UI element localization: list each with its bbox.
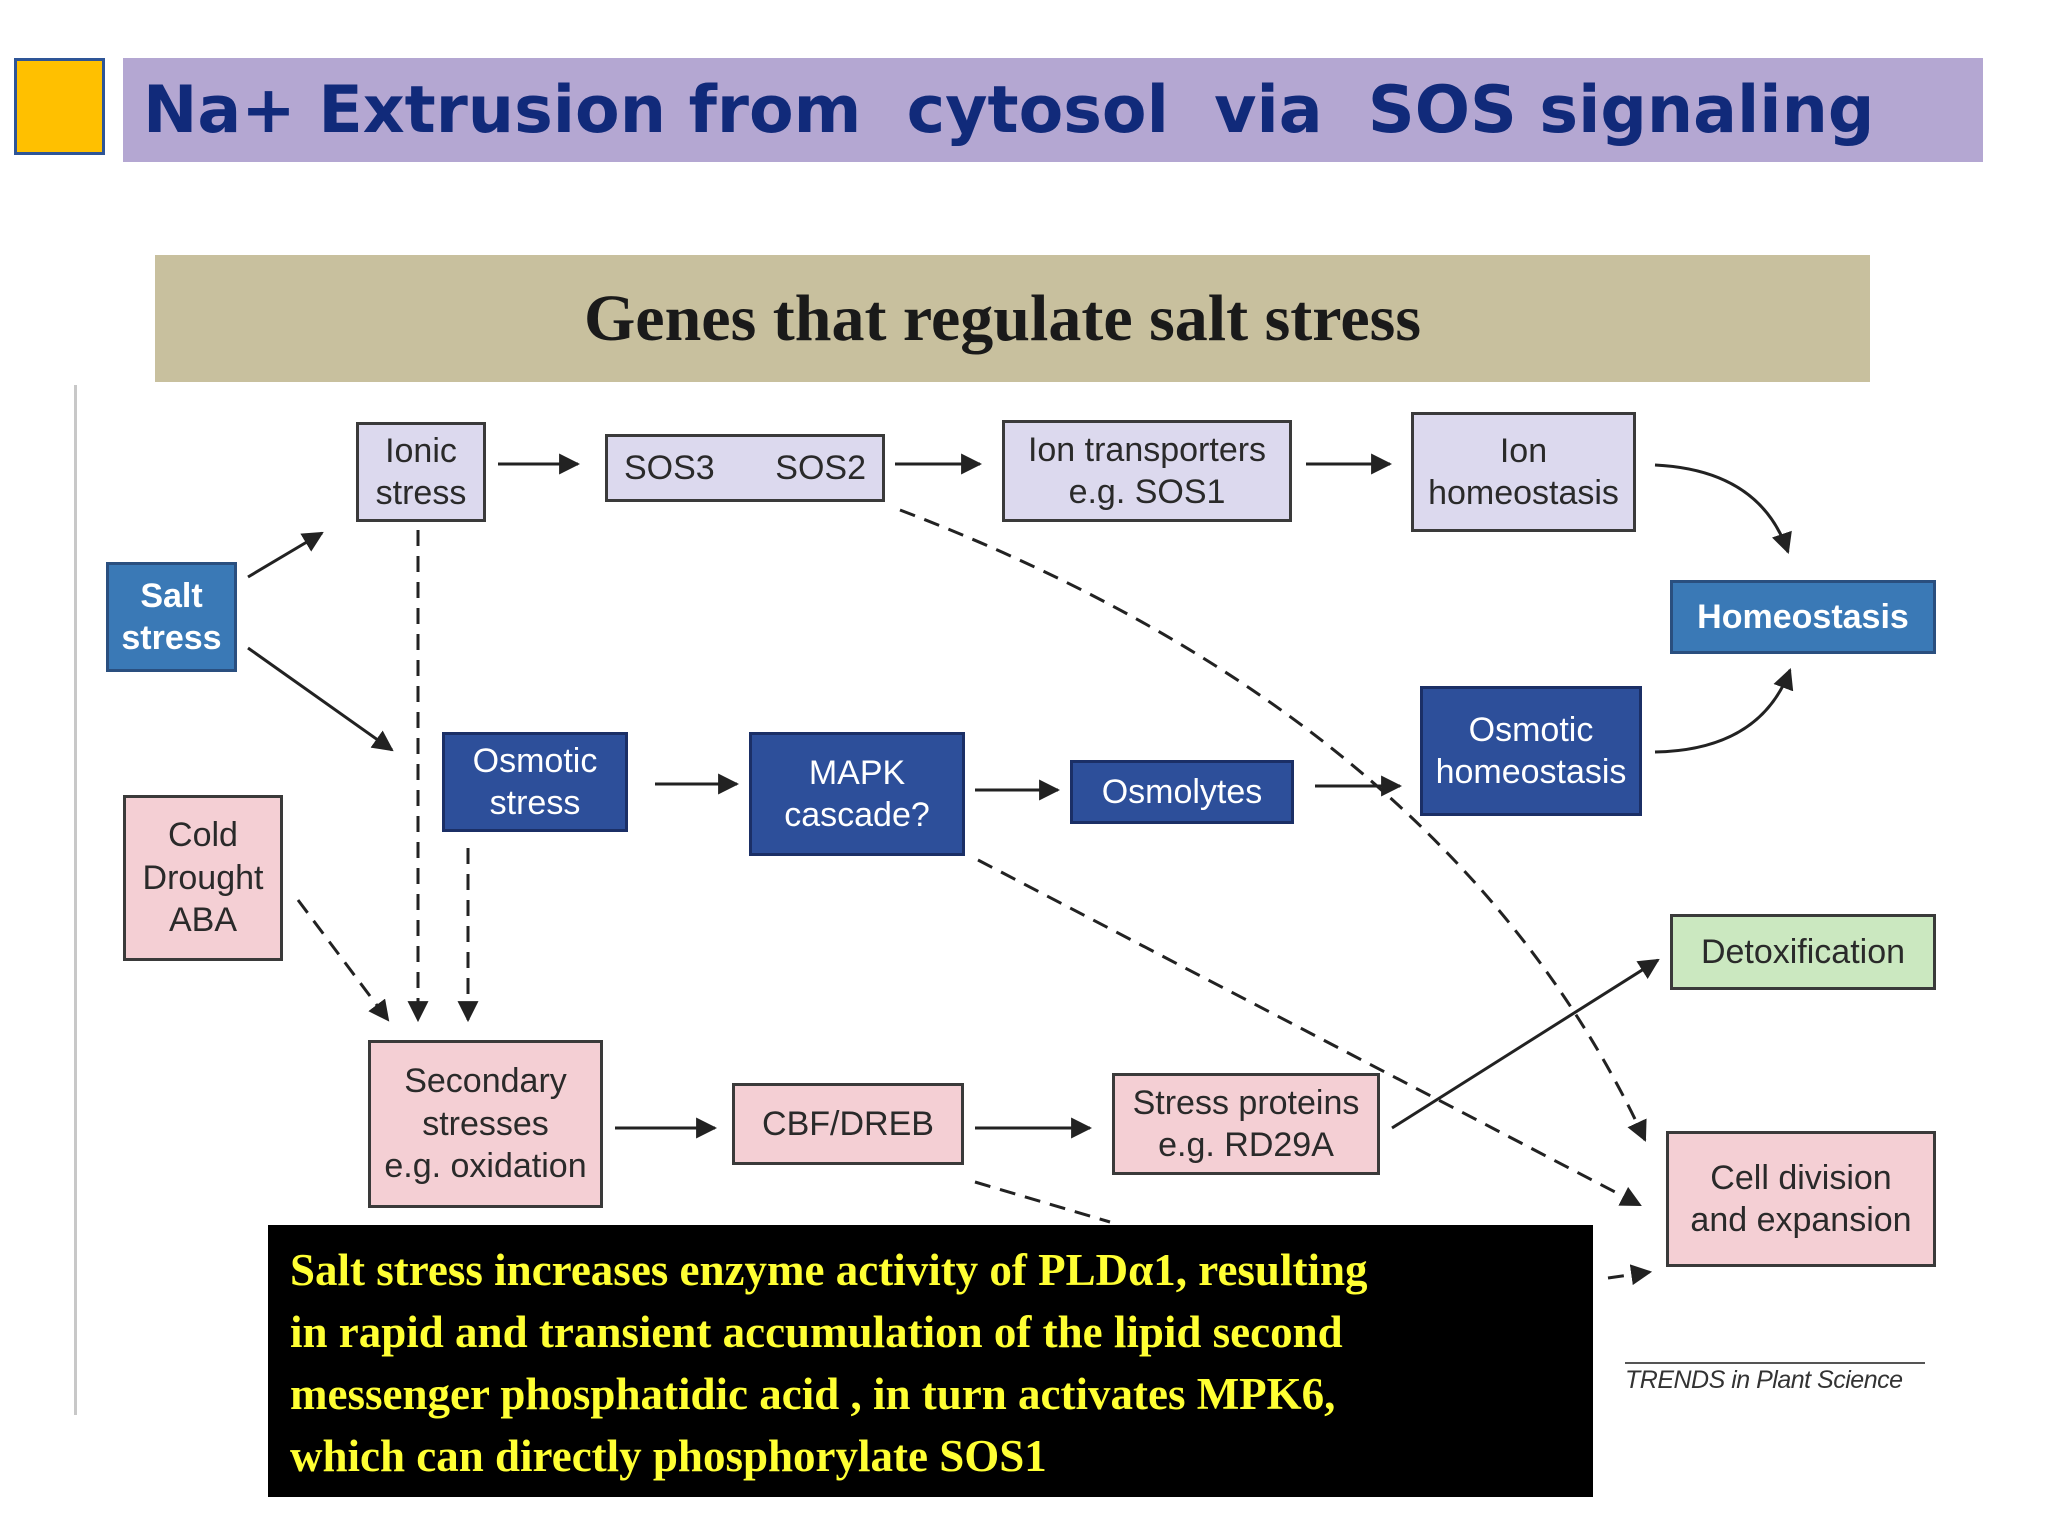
node-cell-division: Cell division and expansion: [1666, 1131, 1936, 1267]
figure-edge: [74, 385, 77, 1415]
title-accent-square: [14, 58, 105, 155]
slide-title: Na+ Extrusion from cytosol via SOS signa…: [143, 72, 1875, 148]
dashed-tail-to-celldivision: [1607, 1264, 1653, 1286]
node-stress-proteins: Stress proteins e.g. RD29A: [1112, 1073, 1380, 1175]
node-secondary-stresses: Secondary stresses e.g. oxidation: [368, 1040, 603, 1208]
node-sos3-sos2: SOS3 SOS2: [605, 434, 885, 502]
dashed-mapk-to-celldivision: [977, 858, 1642, 1207]
title-bar: Na+ Extrusion from cytosol via SOS signa…: [123, 58, 1983, 162]
arrow-salt-to-ionic: [247, 531, 324, 579]
node-detoxification: Detoxification: [1670, 914, 1936, 990]
figure-credit: TRENDS in Plant Science: [1625, 1362, 1925, 1395]
node-cold-drought-aba: Cold Drought ABA: [123, 795, 283, 961]
caption-box: Salt stress increases enzyme activity of…: [268, 1225, 1593, 1497]
node-osmotic-homeostasis: Osmotic homeostasis: [1420, 686, 1642, 816]
dashed-cbf-to-caption: [974, 1180, 1111, 1224]
caption-text: Salt stress increases enzyme activity of…: [290, 1245, 1368, 1481]
arrow-stressproteins-to-detox: [1391, 958, 1660, 1130]
arrow-ionhomeo-to-homeostasis: [1654, 463, 1792, 554]
node-osmotic-stress: Osmotic stress: [442, 732, 628, 832]
node-osmolytes: Osmolytes: [1070, 760, 1294, 824]
diagram-header-text: Genes that regulate salt stress: [583, 281, 1422, 355]
node-ion-transporters: Ion transporters e.g. SOS1: [1002, 420, 1292, 522]
node-sos2-label: SOS2: [775, 448, 866, 487]
node-homeostasis: Homeostasis: [1670, 580, 1936, 654]
arrow-osmhomeo-to-homeostasis: [1654, 668, 1794, 754]
node-cbf-dreb: CBF/DREB: [732, 1083, 964, 1165]
node-ion-homeostasis: Ion homeostasis: [1411, 412, 1636, 532]
diagram-header: Genes that regulate salt stress: [155, 255, 1870, 382]
node-sos3-label: SOS3: [624, 448, 715, 487]
node-ionic-stress: Ionic stress: [356, 422, 486, 522]
node-mapk-cascade: MAPK cascade?: [749, 732, 965, 856]
node-salt-stress: Salt stress: [106, 562, 237, 672]
arrow-salt-to-osmotic: [247, 646, 394, 752]
dashed-cold-to-secondary: [296, 899, 390, 1022]
dashed-sos-to-celldivision: [899, 508, 1647, 1142]
